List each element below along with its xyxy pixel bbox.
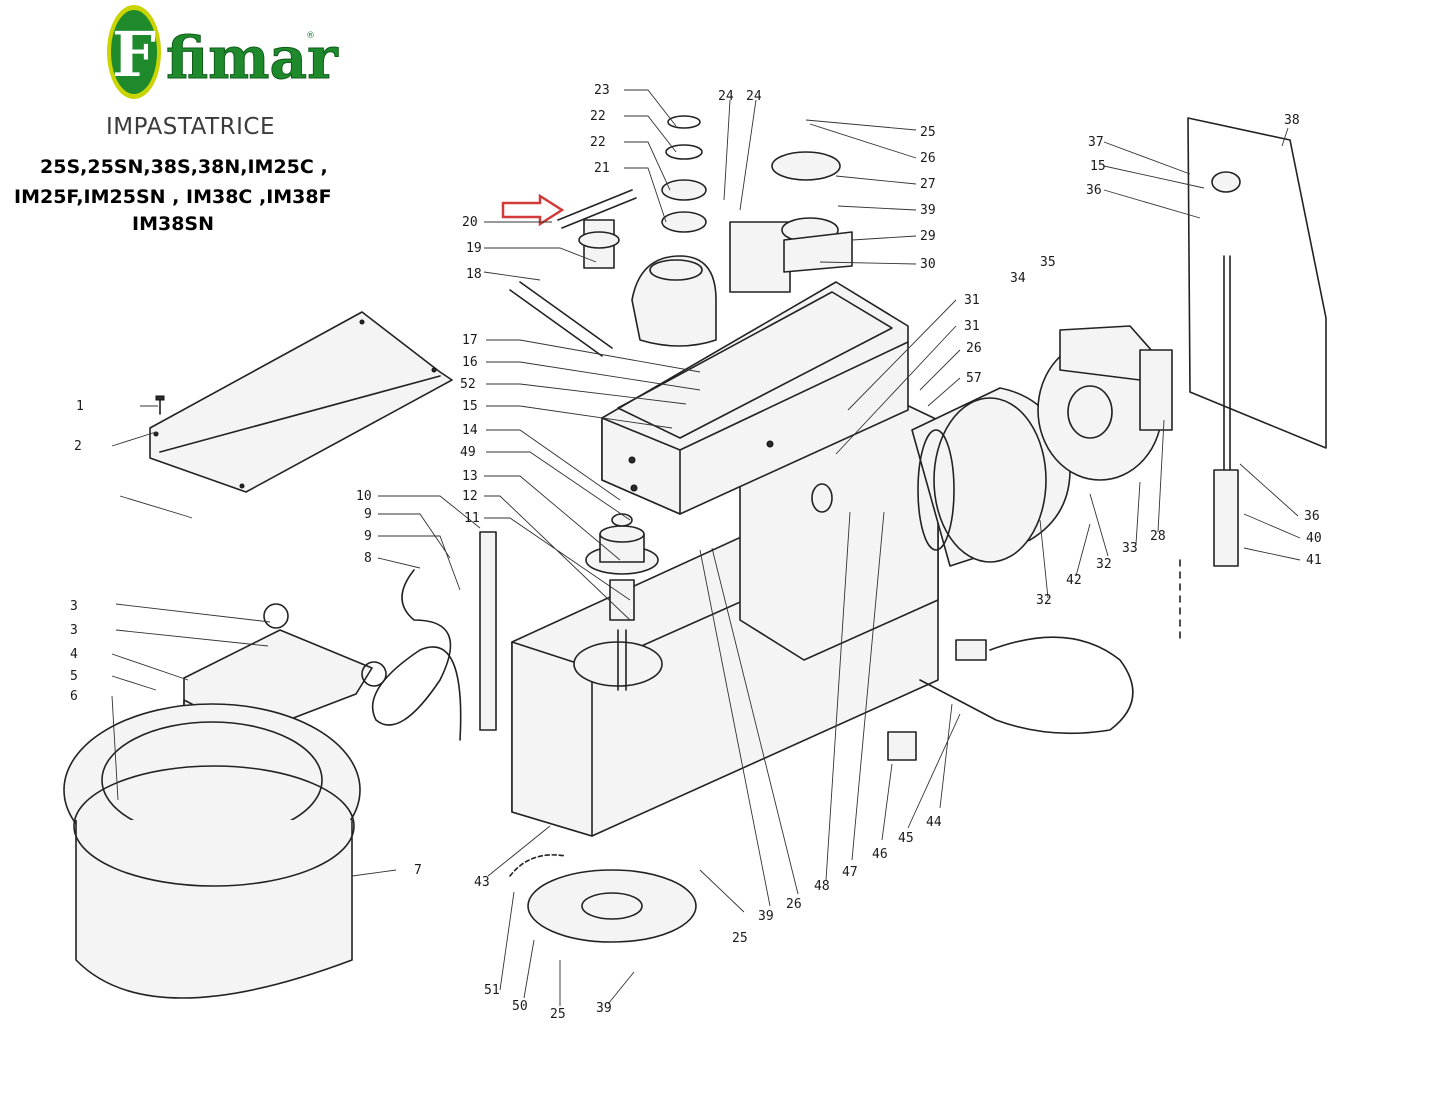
callout-17: 17 <box>462 333 478 348</box>
callout-20: 20 <box>462 215 478 230</box>
callout-49: 49 <box>460 445 476 460</box>
callout-19: 19 <box>466 241 482 256</box>
callout-labels: 23 22 22 21 20 19 18 24 24 25 26 27 39 2… <box>70 83 1322 1022</box>
callout-1: 1 <box>76 399 84 414</box>
callout-36: 36 <box>1086 183 1102 198</box>
callout-33: 33 <box>1122 541 1138 556</box>
page-title: IMPASTATRICE <box>106 114 275 140</box>
callout-14: 14 <box>462 423 478 438</box>
callout-9: 9 <box>364 529 372 544</box>
callout-52: 52 <box>460 377 476 392</box>
callout-27: 27 <box>920 177 936 192</box>
callout-13: 13 <box>462 469 478 484</box>
callout-42: 42 <box>1066 573 1082 588</box>
spindle-assembly <box>585 513 659 621</box>
model-list-line-1: 25S,25SN,38S,38N,IM25C , <box>40 156 328 178</box>
callout-46: 46 <box>872 847 888 862</box>
callout-41: 41 <box>1306 553 1322 568</box>
callout-7: 7 <box>414 863 422 878</box>
fimar-logo: F fimar ® <box>100 0 340 110</box>
callout-40: 40 <box>1306 531 1322 546</box>
callout-47: 47 <box>842 865 858 880</box>
logo-wordmark: fimar <box>166 24 339 92</box>
callout-26: 26 <box>786 897 802 912</box>
callout-16: 16 <box>462 355 478 370</box>
motor <box>911 325 1173 567</box>
callout-32: 32 <box>1036 593 1052 608</box>
callout-24: 24 <box>746 89 762 104</box>
callout-44: 44 <box>926 815 942 830</box>
callout-34: 34 <box>1010 271 1026 286</box>
callout-39: 39 <box>596 1001 612 1016</box>
callout-10: 10 <box>356 489 372 504</box>
callout-15: 15 <box>462 399 478 414</box>
model-list-line-3: IM38SN <box>132 213 215 235</box>
red-arrow-icon <box>501 193 565 227</box>
callout-4: 4 <box>70 647 78 662</box>
callout-22: 22 <box>590 109 606 124</box>
callout-12: 12 <box>462 489 478 504</box>
callout-48: 48 <box>814 879 830 894</box>
callout-15: 15 <box>1090 159 1106 174</box>
callout-28: 28 <box>1150 529 1166 544</box>
bottom-gear <box>509 854 697 943</box>
callout-45: 45 <box>898 831 914 846</box>
callout-32: 32 <box>1096 557 1112 572</box>
callout-25: 25 <box>550 1007 566 1022</box>
callout-2: 2 <box>74 439 82 454</box>
callout-24: 24 <box>718 89 734 104</box>
rear-panel <box>1179 117 1327 641</box>
callout-39: 39 <box>758 909 774 924</box>
callout-25: 25 <box>920 125 936 140</box>
leader-lines <box>111 89 1301 1006</box>
callout-26: 26 <box>966 341 982 356</box>
callout-3: 3 <box>70 623 78 638</box>
callout-31: 31 <box>964 293 980 308</box>
callout-3: 3 <box>70 599 78 614</box>
callout-9: 9 <box>364 507 372 522</box>
callout-31: 31 <box>964 319 980 334</box>
top-gearbox <box>509 115 853 357</box>
callout-57: 57 <box>966 371 982 386</box>
model-list-line-2: IM25F,IM25SN , IM38C ,IM38F <box>14 186 332 208</box>
mixing-bowl <box>63 703 361 999</box>
callout-43: 43 <box>474 875 490 890</box>
callout-36: 36 <box>1304 509 1320 524</box>
main-body <box>511 399 939 837</box>
callout-37: 37 <box>1088 135 1104 150</box>
callout-51: 51 <box>484 983 500 998</box>
callout-21: 21 <box>594 161 610 176</box>
callout-23: 23 <box>594 83 610 98</box>
callout-18: 18 <box>466 267 482 282</box>
callout-25: 25 <box>732 931 748 946</box>
cover-plate <box>149 311 453 493</box>
callout-29: 29 <box>920 229 936 244</box>
callout-26: 26 <box>920 151 936 166</box>
callout-6: 6 <box>70 689 78 704</box>
callout-38: 38 <box>1284 113 1300 128</box>
callout-50: 50 <box>512 999 528 1014</box>
callout-39: 39 <box>920 203 936 218</box>
callout-30: 30 <box>920 257 936 272</box>
callout-22: 22 <box>590 135 606 150</box>
callout-5: 5 <box>70 669 78 684</box>
svg-text:®: ® <box>306 31 315 41</box>
callout-11: 11 <box>464 511 480 526</box>
callout-35: 35 <box>1040 255 1056 270</box>
callout-8: 8 <box>364 551 372 566</box>
logo-letter: F <box>112 18 156 91</box>
upper-head-box <box>601 281 909 515</box>
screw-icon <box>155 395 165 415</box>
power-cord <box>887 636 1134 761</box>
